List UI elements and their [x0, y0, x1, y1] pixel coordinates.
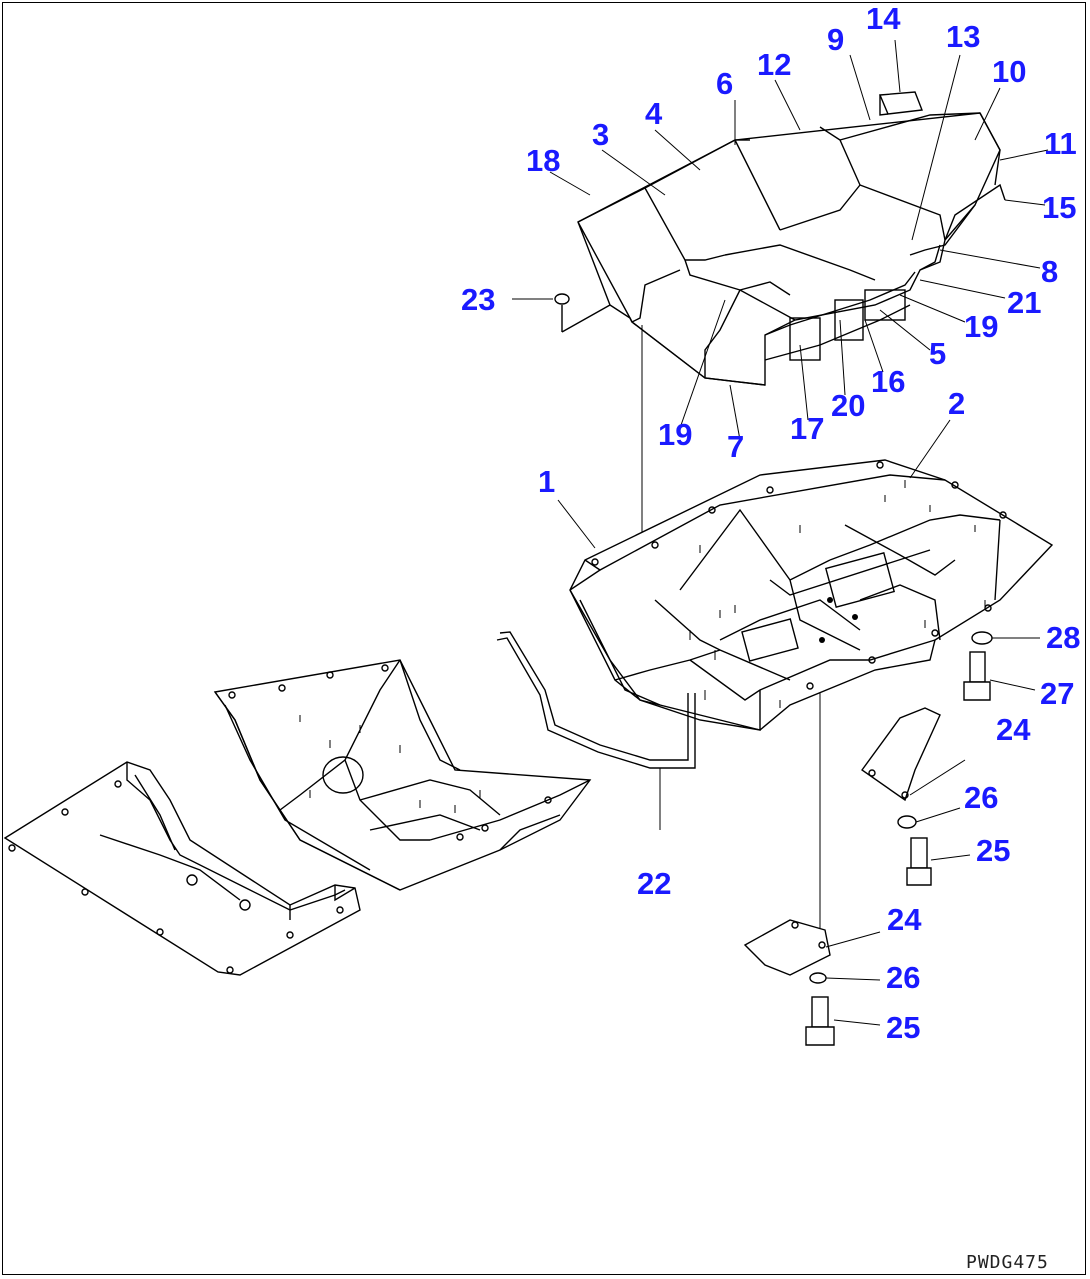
callout-c23: 23 [461, 282, 496, 317]
callout-c5: 5 [929, 336, 947, 371]
callout-c20: 20 [831, 388, 866, 423]
callout-c8: 8 [1041, 254, 1059, 289]
callout-c3: 3 [592, 117, 610, 152]
callout-c15: 15 [1042, 190, 1077, 225]
callout-c17: 17 [790, 411, 825, 446]
callout-c25b: 25 [886, 1010, 921, 1045]
callout-c26b: 26 [886, 960, 921, 995]
callout-c27: 27 [1040, 676, 1075, 711]
callout-c13: 13 [946, 19, 981, 54]
callout-c16: 16 [871, 364, 906, 399]
callout-c28: 28 [1046, 620, 1081, 655]
callout-c10: 10 [992, 54, 1027, 89]
callout-c2: 2 [948, 386, 966, 421]
callout-c12: 12 [757, 47, 792, 82]
callout-c26a: 26 [964, 780, 999, 815]
callout-c21: 21 [1007, 285, 1042, 320]
callout-c11: 11 [1044, 126, 1077, 161]
drawing-code: PWDG475 [966, 1252, 1049, 1273]
middle-floor-plate [213, 659, 592, 891]
part-22-rod [496, 631, 696, 830]
callout-c18: 18 [526, 143, 561, 178]
callout-c14: 14 [866, 1, 901, 36]
callout-c22: 22 [637, 866, 672, 901]
callout-c6: 6 [716, 66, 734, 101]
leader-lines [512, 39, 1049, 549]
callout-c19a: 19 [964, 309, 999, 344]
callout-c24a: 24 [996, 712, 1031, 747]
callout-c25a: 25 [976, 833, 1011, 868]
callout-c19b: 19 [658, 417, 693, 452]
bottom-floor-plate [3, 761, 361, 976]
callout-c1: 1 [538, 464, 556, 499]
callout-c7: 7 [727, 429, 745, 464]
hardware-parts [743, 631, 1040, 1046]
callout-c4: 4 [645, 96, 663, 131]
upper-floor-cover [554, 91, 1006, 386]
callout-c9: 9 [827, 22, 845, 57]
callout-c24b: 24 [887, 902, 922, 937]
